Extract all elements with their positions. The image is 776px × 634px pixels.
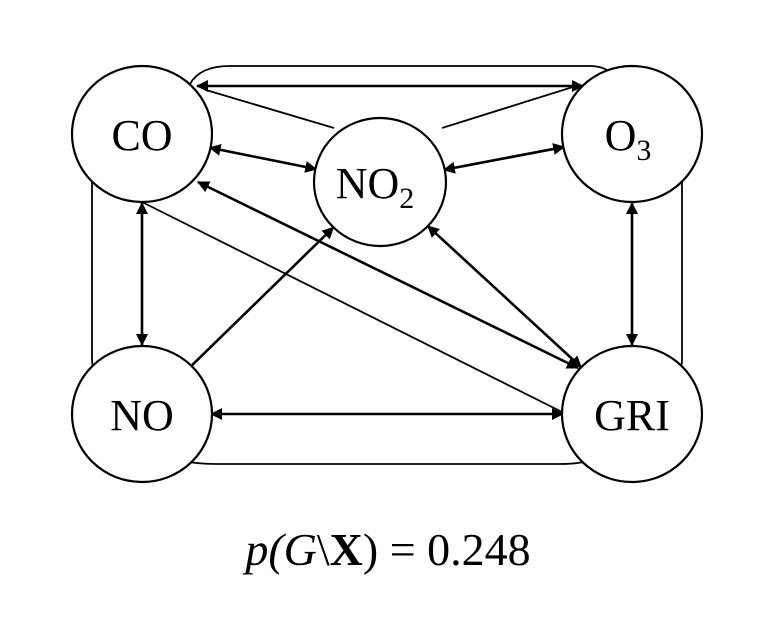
node-no-label: NO bbox=[110, 391, 174, 440]
caption-x: X bbox=[329, 524, 363, 575]
node-co: CO bbox=[70, 64, 214, 204]
edge-o3-gri-undirected bbox=[677, 182, 683, 373]
caption-g: G bbox=[283, 524, 317, 575]
edge-co-o3-undirected bbox=[189, 65, 611, 85]
edge-co-no2-bidirectional bbox=[208, 143, 318, 173]
caption-equals: = bbox=[378, 524, 428, 575]
edge-no-no2-directed bbox=[190, 226, 335, 367]
node-co-label: CO bbox=[111, 111, 172, 160]
caption-close-paren: ) bbox=[362, 524, 379, 575]
node-gri: GRI bbox=[560, 344, 704, 484]
posterior-probability-caption: p(G\X) = 0.248 bbox=[0, 523, 776, 576]
edge-no-gri-undirected bbox=[189, 459, 591, 465]
node-no2: NO2 bbox=[312, 116, 448, 248]
caption-value: 0.248 bbox=[427, 524, 531, 575]
edge-no2-o3-undirected bbox=[441, 85, 577, 129]
node-o3-subscript: 3 bbox=[636, 134, 651, 167]
graph-diagram: CO NO2 O3 NO GRI bbox=[70, 64, 704, 484]
node-o3-label: O3 bbox=[605, 111, 652, 167]
nodes-layer: CO NO2 O3 NO GRI bbox=[70, 64, 704, 484]
node-gri-label: GRI bbox=[594, 391, 670, 440]
edge-no2-gri-bidirectional bbox=[426, 225, 583, 369]
node-no2-text: NO bbox=[336, 159, 400, 208]
edge-no2-o3-bidirectional bbox=[442, 143, 566, 174]
caption-bar: \ bbox=[316, 524, 330, 575]
node-o3: O3 bbox=[560, 64, 704, 204]
edge-no2-co-undirected bbox=[205, 89, 335, 129]
node-o3-text: O bbox=[605, 111, 637, 160]
node-no2-label: NO2 bbox=[336, 159, 415, 215]
node-no2-subscript: 2 bbox=[399, 182, 414, 215]
edge-co-gri-undirected bbox=[141, 201, 567, 415]
edge-co-no-undirected bbox=[91, 182, 97, 373]
caption-p: p bbox=[245, 524, 269, 575]
caption-open-paren: ( bbox=[268, 524, 284, 575]
node-no: NO bbox=[70, 344, 214, 484]
